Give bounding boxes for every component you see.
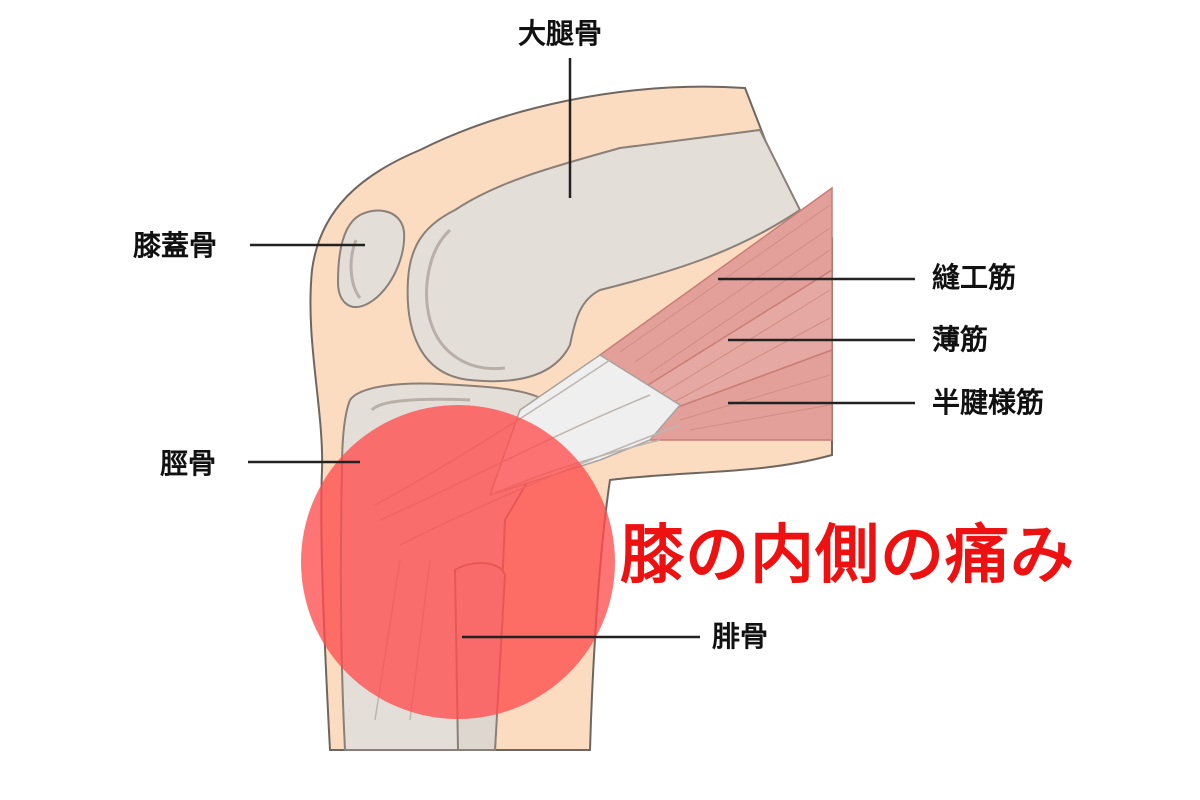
- label-sartorius: 縫工筋: [932, 261, 1017, 294]
- tibia-plateau-line: [370, 397, 471, 412]
- femur-bone: [406, 128, 802, 383]
- label-semitendinosus: 半腱様筋: [932, 386, 1045, 419]
- femur-condyle-line: [425, 228, 506, 371]
- headline-inner-knee-pain: 膝の内側の痛み: [620, 519, 1075, 593]
- pain-circle: [301, 405, 615, 719]
- label-tibia: 脛骨: [160, 447, 217, 480]
- label-fibula: 腓骨: [712, 620, 769, 653]
- muscle-fibers: [619, 204, 831, 431]
- label-patella: 膝蓋骨: [133, 229, 218, 262]
- label-gracilis: 薄筋: [932, 323, 989, 356]
- leader-lines: [248, 58, 915, 639]
- label-femur: 大腿骨: [518, 17, 603, 50]
